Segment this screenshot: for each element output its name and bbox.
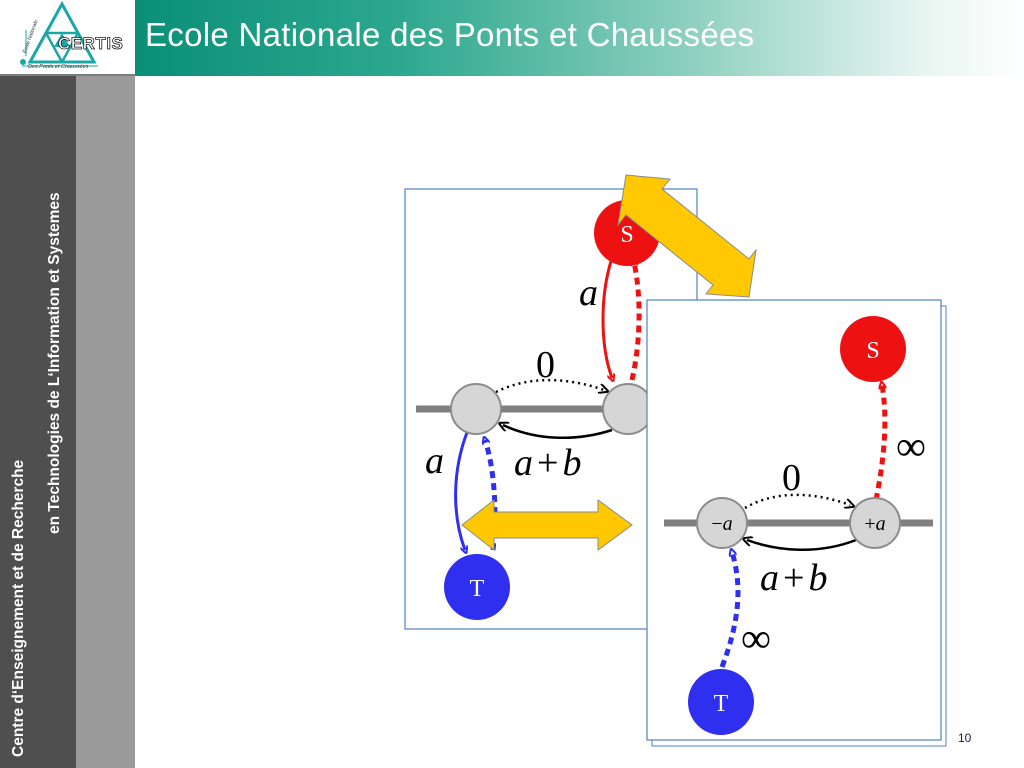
title-banner: Ecole Nationale des Ponts et Chaussées: [135, 0, 1024, 76]
certis-logo: CERTIS Des Ponts et Chaussées École Nati…: [0, 0, 135, 76]
sidebar-line-1: Centre d‘Enseignement et de Recherche: [10, 459, 27, 757]
graph-1-label-s-left: a: [579, 272, 598, 314]
graph-2-left-node-sign: −: [711, 513, 722, 535]
graph-2-source-label: S: [866, 338, 879, 364]
page-title: Ecole Nationale des Ponts et Chaussées: [145, 16, 755, 53]
graph-1-source-label: S: [620, 222, 633, 248]
sidebar-dark-band: [0, 76, 76, 768]
graph-1-sink-node: [444, 554, 510, 620]
sidebar-line-2: en Technologies de L‘Information et Syst…: [46, 192, 63, 534]
graph-2-edge-right-to-s-dashed: [873, 385, 888, 501]
graph-2-left-node-var: a: [723, 513, 733, 535]
graph-2-label-plus: +: [783, 557, 804, 599]
graph-2-label-a: a: [760, 557, 779, 599]
graph-2-edge-left-to-right-dotted: [744, 493, 850, 510]
graph-1-label-a: a: [514, 442, 533, 484]
graph-1-label-plus: +: [537, 442, 558, 484]
graph-1-label-a-plus-b: a+b: [514, 442, 581, 484]
graph-2-right-node-sign: +: [864, 513, 875, 535]
graph-1-right-node: [602, 383, 654, 435]
graph-2-label-infinity-bottom: ∞: [741, 616, 771, 662]
graph-2-edge-t-to-left-dashed: [719, 552, 741, 668]
graph-cut-diagram: S T a a 0 a+b S −a +a T 0 a+b ∞ ∞: [404, 174, 947, 747]
graph-1-edge-right-to-left: [503, 425, 613, 440]
header: CERTIS Des Ponts et Chaussées École Nati…: [0, 0, 1024, 76]
graph-1-left-node: [450, 383, 502, 435]
graph-2-sink-label: T: [714, 691, 729, 717]
graph-2-right-node: [849, 497, 901, 549]
logo-text: CERTIS: [58, 34, 124, 54]
graph-1-label-left-t: a: [425, 440, 444, 482]
graph-1-label-zero: 0: [536, 344, 555, 386]
graph-2-right-node-var: a: [876, 513, 886, 535]
graph-1-label-b: b: [562, 442, 581, 484]
graph-1-edge-t-to-left-dashed: [485, 440, 498, 551]
horizontal-equivalence-arrow: [461, 498, 633, 552]
graph-2-label-infinity-top: ∞: [896, 424, 926, 470]
logo-subtext: Des Ponts et Chaussées: [28, 64, 89, 70]
graph-1-sink-label: T: [470, 576, 485, 602]
graph-1-edge-s-to-left: [601, 257, 612, 378]
graph-2-left-node: [696, 497, 748, 549]
diagonal-equivalence-arrow: [617, 174, 757, 298]
graph-1-edge-left-to-right-dotted: [495, 378, 604, 392]
sidebar-light-band: [76, 76, 135, 768]
graph-2-source-node: [840, 316, 906, 382]
page-number: 10: [958, 731, 972, 745]
graph-2-sink-node: [688, 669, 754, 735]
graph-1-edge-left-to-t: [454, 429, 470, 550]
graph-2-left-node-label: −a: [711, 513, 732, 535]
sidebar: Centre d‘Enseignement et de Recherche en…: [0, 76, 135, 768]
triangle-logo-icon: [20, 0, 98, 67]
graph-2-right-node-label: +a: [864, 513, 885, 535]
graph-2-edge-right-to-left: [747, 540, 857, 551]
graph-2-label-zero: 0: [782, 457, 801, 499]
graph-2-label-a-plus-b: a+b: [760, 557, 827, 599]
graph-2-label-b: b: [808, 557, 827, 599]
